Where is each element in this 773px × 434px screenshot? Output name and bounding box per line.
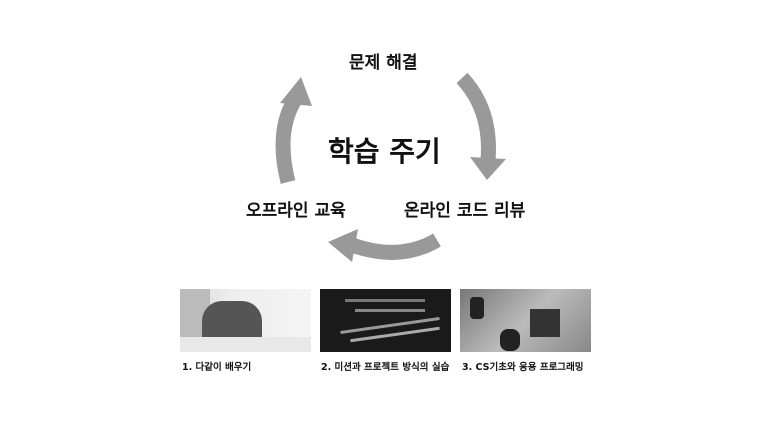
caption-cs-basics: 3. CS기초와 응용 프로그래밍 [462,362,584,373]
arrow-top-right [456,72,496,161]
cycle-title: 학습 주기 [328,135,441,168]
caption-learning-together: 1. 다같이 배우기 [182,362,252,373]
photo-code-screen [320,289,451,352]
arrow-left [275,93,303,184]
cycle-arrows [275,72,506,262]
arrowhead-up [280,77,312,106]
photo-circuit-board [460,289,591,352]
step-problem-solving: 문제 해결 [349,53,418,73]
step-offline-education: 오프라인 교육 [246,201,346,221]
caption-mission-project: 2. 미션과 프로젝트 방식의 실습 [321,362,450,373]
step-online-code-review: 온라인 코드 리뷰 [404,201,526,221]
arrowhead-left [328,229,358,262]
arrow-bottom [349,233,441,260]
arrowhead-down [470,157,506,180]
photo-learning-together [180,289,311,352]
